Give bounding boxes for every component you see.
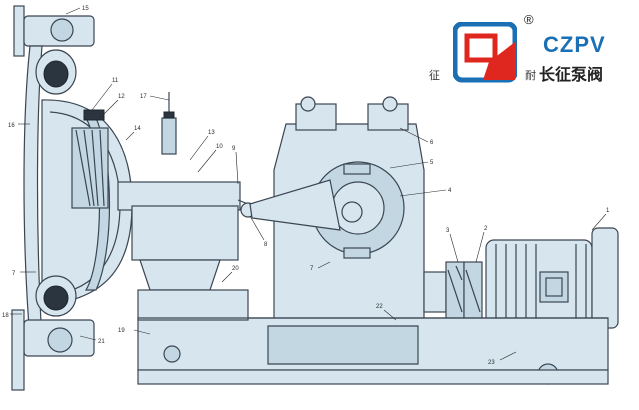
- logo-side-char-left: 征: [429, 69, 440, 82]
- leader-5: [389, 161, 429, 169]
- base-frame: [137, 289, 609, 385]
- gear-shaft: [423, 271, 447, 313]
- label-16: 16: [8, 123, 15, 129]
- motor-fins: [495, 244, 587, 320]
- label-15: 15: [82, 6, 89, 12]
- label-7a: 7: [310, 266, 314, 272]
- leader-8: [249, 215, 265, 241]
- logo-red-wedge: [483, 42, 515, 80]
- leader-12: [99, 99, 119, 119]
- vent-valve: [161, 117, 177, 155]
- label-17: 17: [140, 94, 147, 100]
- terminal-box: [539, 271, 569, 303]
- vent-cap: [163, 111, 175, 119]
- electric-motor: [485, 227, 619, 331]
- crank-case-lower: [131, 205, 239, 261]
- label-9: 9: [232, 146, 236, 152]
- crank-slot-top: [343, 163, 371, 175]
- label-13: 13: [208, 130, 215, 136]
- logo-brand-text: CZPV: [543, 32, 606, 57]
- leader-19: [133, 329, 151, 335]
- lifting-eye-left: [300, 96, 316, 112]
- label-6: 6: [430, 140, 434, 146]
- label-21: 21: [98, 339, 105, 345]
- push-rod-cylinder: [117, 181, 241, 211]
- gearbox-mount: [267, 325, 419, 365]
- leader-11: [91, 83, 113, 111]
- label-10: 10: [216, 144, 223, 150]
- registered-mark: ®: [524, 12, 534, 27]
- label-14: 14: [134, 126, 141, 132]
- crank-case-base: [139, 259, 221, 291]
- bottom-left-flange: [11, 309, 25, 391]
- leader-6: [399, 127, 429, 143]
- label-20: 20: [232, 266, 239, 272]
- motor-end-cap: [591, 227, 619, 329]
- leader-23: [499, 351, 517, 361]
- leader-22: [383, 309, 397, 321]
- label-18: 18: [2, 313, 9, 319]
- label-12: 12: [118, 94, 125, 100]
- leader-1: [591, 213, 607, 231]
- crank-pin: [341, 201, 363, 223]
- piston-ribs: [75, 129, 105, 207]
- leader-15: [65, 7, 81, 15]
- leader-3: [449, 233, 459, 263]
- leader-9: [235, 151, 239, 185]
- leader-14: [125, 131, 135, 141]
- label-1: 1: [606, 208, 610, 214]
- label-23: 23: [488, 360, 495, 366]
- lower-ball-valve: [43, 285, 69, 311]
- logo-chinese-name: 长征泵阀: [539, 65, 604, 84]
- terminal-box-cover: [545, 277, 563, 297]
- label-7: 7: [12, 271, 16, 277]
- connecting-rod: [249, 179, 341, 231]
- label-8: 8: [264, 242, 268, 248]
- label-4: 4: [448, 188, 452, 194]
- czpv-logo: ® CZPV 长征泵阀 征 耐: [429, 12, 633, 84]
- coupling-teeth: [447, 265, 481, 313]
- label-2: 2: [484, 226, 488, 232]
- leader-20: [221, 271, 233, 283]
- leader-17: [149, 95, 170, 101]
- logo-red-square: [464, 33, 498, 63]
- leader-2: [475, 231, 485, 263]
- crank-slot-bottom: [343, 247, 371, 259]
- leader-4: [399, 189, 447, 197]
- gearbox: [249, 96, 425, 321]
- base-bottom: [137, 369, 609, 385]
- leader-21: [79, 335, 97, 341]
- leader-10: [197, 149, 217, 173]
- top-left-flange: [13, 5, 25, 57]
- upper-ball-valve: [43, 60, 69, 88]
- leader-7a: [317, 261, 331, 269]
- pump-body: [11, 5, 133, 391]
- label-22: 22: [376, 304, 383, 310]
- logo-emblem: [453, 22, 517, 83]
- label-5: 5: [430, 160, 434, 166]
- piston-cap: [83, 109, 105, 121]
- pump-support: [137, 289, 249, 321]
- leader-13: [189, 135, 209, 161]
- logo-side-char-right: 耐: [525, 69, 536, 82]
- base-hole-left: [163, 345, 181, 363]
- bottom-inlet-port: [47, 327, 73, 353]
- lifting-eye-right: [382, 96, 398, 112]
- top-outlet-port: [50, 18, 74, 42]
- transmission-housing: [117, 92, 259, 291]
- part-callouts: 15 16 11 12 17 14 13 10 9 8 6 5 4 7 3 2 …: [2, 6, 610, 366]
- label-3: 3: [446, 228, 450, 234]
- coupling: [423, 261, 483, 321]
- label-11: 11: [112, 78, 119, 84]
- label-19: 19: [118, 328, 125, 334]
